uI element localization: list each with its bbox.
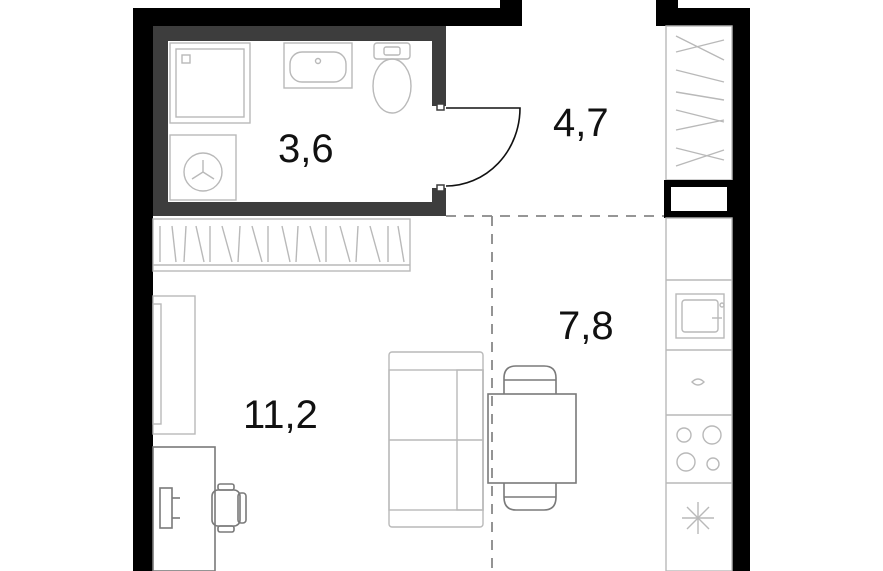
chair-bottom-icon	[503, 483, 557, 511]
cooktop-icon	[676, 425, 722, 472]
outer-walls	[133, 0, 750, 571]
shower-tray-icon	[169, 42, 251, 124]
fridge-icon	[682, 502, 714, 534]
bathroom-wall-right-upper	[432, 26, 446, 106]
wall-top-left	[133, 8, 522, 26]
wall-right	[732, 8, 750, 571]
kitchen-sink-icon	[675, 293, 725, 339]
kitchen-area-label: 7,8	[558, 304, 614, 348]
dining-table-icon	[487, 393, 577, 484]
hallway-area-label: 4,7	[553, 101, 609, 145]
wall-top-right	[656, 8, 750, 26]
wall-top-left-return	[500, 0, 522, 26]
dishwasher-icon	[691, 378, 705, 386]
kitchen-counter	[665, 217, 733, 571]
sink-icon	[283, 42, 353, 89]
sofa-icon	[388, 351, 484, 528]
wall-left	[133, 8, 153, 571]
living-room-area-label: 11,2	[243, 393, 318, 437]
tv-stand-icon	[152, 295, 196, 435]
hallway-wardrobe-icon	[665, 25, 733, 181]
office-chair-icon	[211, 483, 247, 533]
zone-separators	[446, 215, 666, 571]
washing-machine-icon	[169, 134, 237, 201]
bathroom-walls	[153, 26, 446, 216]
door-swing-icon	[436, 103, 521, 192]
wall-top-right-return	[656, 0, 678, 26]
bathroom-wall-bottom	[153, 202, 446, 216]
desk-icon	[152, 446, 216, 571]
chair-top-icon	[503, 365, 557, 394]
bathroom-wall-right-lower	[432, 188, 446, 216]
bathroom-area-label: 3,6	[278, 127, 334, 171]
bathroom-wall-top	[153, 26, 446, 41]
bathroom-wall-left	[153, 26, 168, 216]
wardrobe-icon	[152, 218, 411, 272]
hallway-cabinet	[664, 180, 734, 218]
toilet-icon	[372, 42, 412, 114]
